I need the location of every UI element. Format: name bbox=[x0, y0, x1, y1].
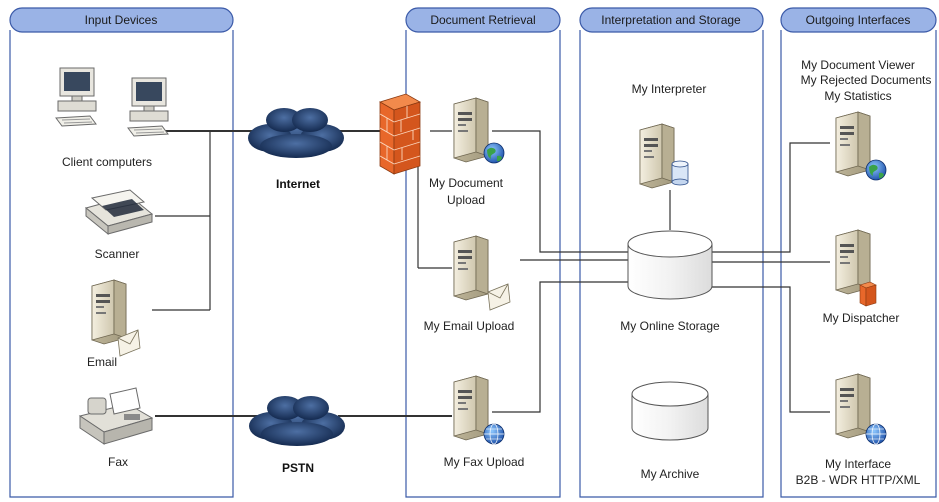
lane-title-interpretation-storage: Interpretation and Storage bbox=[601, 13, 741, 27]
lane-input-devices: Input Devices bbox=[9, 7, 234, 498]
interpreter-server: My Interpreter bbox=[632, 82, 707, 189]
interface-label-line1: My Interface bbox=[825, 457, 891, 471]
dispatcher-label: My Dispatcher bbox=[823, 311, 900, 325]
online-storage-label: My Online Storage bbox=[620, 319, 720, 333]
cloud-icon bbox=[249, 396, 345, 446]
web-globe-icon bbox=[483, 423, 505, 445]
pstn-label: PSTN bbox=[282, 461, 314, 475]
online-storage: My Online Storage bbox=[620, 230, 720, 333]
archive-label: My Archive bbox=[641, 467, 700, 481]
globe-icon bbox=[865, 159, 887, 181]
fax-upload-server: My Fax Upload bbox=[444, 375, 525, 469]
viewer-label-line2: My Rejected Documents bbox=[801, 73, 932, 87]
server-icon bbox=[453, 235, 489, 301]
fax-label: Fax bbox=[108, 455, 128, 469]
server-icon bbox=[639, 123, 675, 189]
server-icon bbox=[835, 373, 871, 439]
computer-icon bbox=[127, 77, 169, 137]
storage-cylinder-icon bbox=[627, 230, 713, 300]
archive-storage: My Archive bbox=[631, 381, 709, 481]
lane-title-outgoing-interfaces: Outgoing Interfaces bbox=[806, 13, 911, 27]
client-computers: Client computers bbox=[55, 67, 169, 169]
internet-label: Internet bbox=[276, 177, 320, 191]
interface-server: My Interface B2B - WDR HTTP/XML bbox=[796, 373, 921, 487]
firewall-icon bbox=[378, 93, 422, 175]
scanner: Scanner bbox=[84, 189, 154, 261]
document-upload-label-line1: My Document bbox=[429, 176, 504, 190]
database-icon bbox=[671, 160, 689, 186]
server-icon bbox=[453, 375, 489, 441]
lane-document-retrieval: Document Retrieval bbox=[405, 7, 561, 498]
email-server-icon bbox=[91, 279, 127, 345]
storage-cylinder-icon bbox=[631, 381, 709, 441]
email-server: Email bbox=[87, 279, 141, 369]
lane-interpretation-storage: Interpretation and Storage bbox=[579, 7, 764, 498]
fax-upload-label: My Fax Upload bbox=[444, 455, 525, 469]
computer-icon bbox=[55, 67, 97, 127]
server-icon bbox=[835, 111, 871, 177]
fax-machine: Fax bbox=[78, 387, 154, 469]
lane-outgoing-interfaces: Outgoing Interfaces bbox=[780, 7, 937, 498]
interpreter-label: My Interpreter bbox=[632, 82, 707, 96]
cloud-icon bbox=[248, 108, 344, 158]
scanner-icon bbox=[84, 189, 154, 236]
document-viewer-server: My Document Viewer My Rejected Documents… bbox=[801, 58, 932, 181]
dispatcher-server: My Dispatcher bbox=[823, 229, 900, 325]
server-icon bbox=[453, 97, 489, 163]
email-upload-server: My Email Upload bbox=[424, 235, 515, 333]
lane-title-document-retrieval: Document Retrieval bbox=[430, 13, 535, 27]
pstn-cloud: PSTN bbox=[249, 396, 345, 475]
fax-icon bbox=[78, 387, 154, 445]
email-label: Email bbox=[87, 355, 117, 369]
connection-lines bbox=[152, 130, 830, 417]
document-upload-server: My Document Upload bbox=[429, 97, 505, 207]
internet-cloud: Internet bbox=[248, 108, 344, 191]
firewall-icon bbox=[859, 281, 877, 307]
web-globe-icon bbox=[865, 423, 887, 445]
viewer-label-line3: My Statistics bbox=[824, 89, 891, 103]
globe-icon bbox=[483, 142, 505, 164]
envelope-icon bbox=[487, 283, 511, 311]
viewer-label-line1: My Document Viewer bbox=[801, 58, 915, 72]
scanner-label: Scanner bbox=[95, 247, 140, 261]
lane-title-input-devices: Input Devices bbox=[85, 13, 158, 27]
client-computers-label: Client computers bbox=[62, 155, 152, 169]
interface-label-line2: B2B - WDR HTTP/XML bbox=[796, 473, 921, 487]
document-upload-label-line2: Upload bbox=[447, 193, 485, 207]
email-upload-label: My Email Upload bbox=[424, 319, 515, 333]
